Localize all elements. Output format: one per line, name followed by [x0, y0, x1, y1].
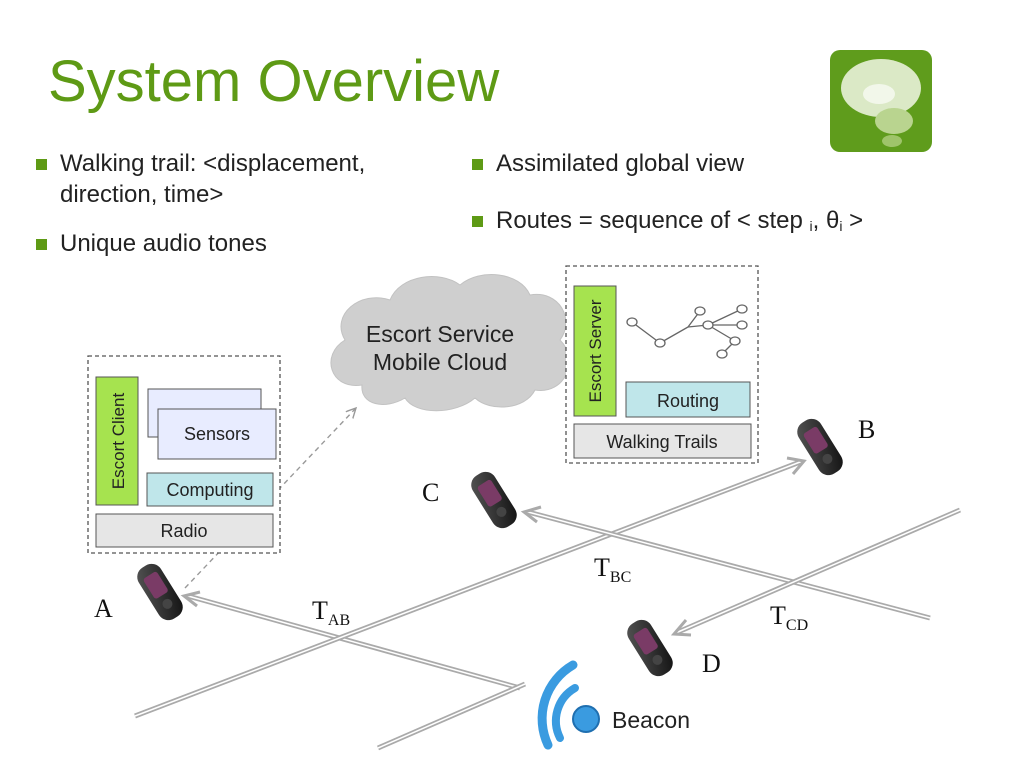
bullet-square-icon: [472, 216, 483, 227]
trail-main-diagonal: [134, 456, 807, 719]
routing-label: Routing: [657, 391, 719, 411]
routing-box: [625, 381, 751, 418]
radio-box: [95, 513, 274, 548]
trail-ab-line: [180, 590, 521, 691]
bullet-square-icon: [472, 159, 483, 170]
trail-cd-label: TCD: [770, 601, 808, 634]
phone-a-icon: [137, 563, 183, 621]
walking-trails-label: Walking Trails: [606, 432, 717, 452]
arrowhead-icon: [520, 505, 542, 524]
arrowhead-icon: [670, 619, 692, 637]
speech-bubble-logo-icon: [830, 50, 932, 152]
sensors-label: Sensors: [184, 424, 250, 444]
bullet-text-suffix: >: [842, 207, 864, 234]
trail-ab-label: TAB: [312, 596, 350, 629]
escort-client-box: Escort Client Sensors Computing Radio: [87, 355, 281, 554]
arrowhead-icon: [786, 456, 807, 475]
phone-a-label: A: [94, 594, 113, 623]
bullet-item: Unique audio tones: [36, 228, 436, 259]
bullet-item: Walking trail: <displacement, direction,…: [36, 148, 436, 210]
slide-title: System Overview: [48, 49, 500, 114]
beacon-signal-icon: [537, 660, 579, 750]
phone-d-icon: [627, 619, 673, 677]
bullet-item: Routes = sequence of < step i, θi >: [472, 205, 992, 242]
escort-client-bar: [95, 376, 139, 506]
trail-bc-line: [520, 505, 931, 621]
bullet-text-mid: , θ: [812, 207, 840, 234]
bullet-subscript: i: [809, 218, 813, 234]
beacon-dot-icon: [572, 705, 600, 733]
bullet-list-right: Assimilated global view Routes = sequenc…: [472, 148, 992, 268]
escort-server-label: Escort Server: [586, 299, 605, 402]
bullet-item: Assimilated global view: [472, 148, 992, 179]
cloud-label-line2: Mobile Cloud: [373, 349, 507, 375]
escort-server-box: Escort Server Routing Walking Trails: [565, 265, 759, 464]
trail-cd-line: [670, 507, 961, 637]
phone-b-icon: [797, 418, 843, 476]
bullet-square-icon: [36, 159, 47, 170]
cloud-shape: [330, 274, 570, 412]
bullet-square-icon: [36, 239, 47, 250]
walking-trails-box: [573, 423, 752, 459]
computing-label: Computing: [166, 480, 253, 500]
sensors-box: [157, 408, 277, 460]
escort-client-label: Escort Client: [109, 393, 128, 490]
bullet-text: Assimilated global view: [496, 150, 745, 177]
phone-b-label: B: [858, 415, 875, 444]
computing-box: [146, 472, 274, 507]
beacon-label: Beacon: [612, 707, 690, 733]
trail-bc-label: TBC: [594, 553, 631, 586]
route-graph-icon: [626, 304, 748, 359]
bullet-text: Unique audio tones: [60, 230, 267, 257]
arrowhead-icon: [180, 590, 201, 608]
cloud-label-line1: Escort Service: [366, 321, 514, 347]
phone-d-label: D: [702, 649, 721, 678]
bullet-text-prefix: Routes = sequence of < step: [496, 207, 810, 234]
trail-bottom-line: [377, 681, 526, 751]
bullet-subscript: i: [839, 218, 843, 234]
phone-c-label: C: [422, 478, 439, 507]
radio-label: Radio: [160, 521, 207, 541]
phone-c-icon: [471, 471, 517, 529]
bullet-list-left: Walking trail: <displacement, direction,…: [36, 148, 436, 277]
escort-server-bar: [573, 285, 617, 417]
bullet-text: Walking trail: <displacement, direction,…: [60, 150, 366, 208]
